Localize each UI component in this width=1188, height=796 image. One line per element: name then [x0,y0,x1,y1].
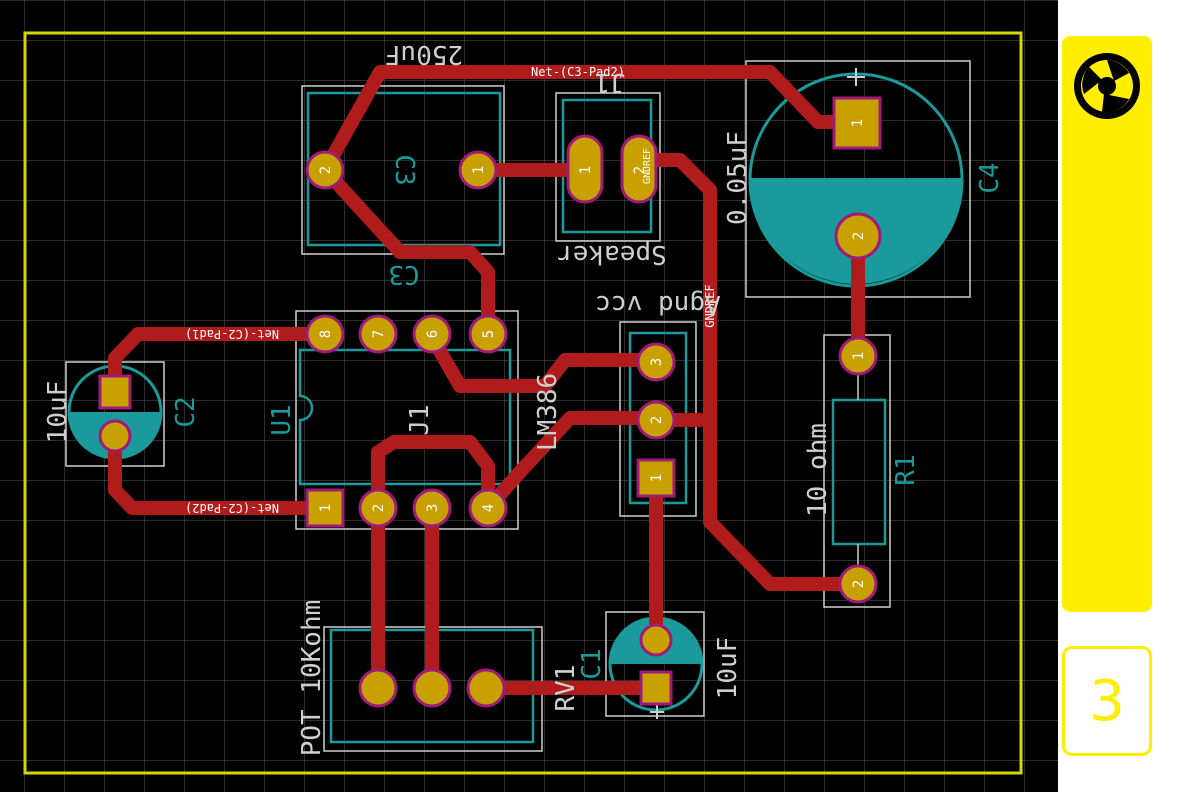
trace-c3-pad2 [318,65,865,177]
pad-number: 1 [471,166,487,174]
c4-ref: C4 [975,162,1005,193]
net-label-gndref: GNDREF [703,284,717,327]
pad-number: 2 [851,580,867,588]
u1-silk [295,310,519,530]
pad-number: 1 [318,504,334,512]
pad[interactable] [636,342,676,382]
pad-number: 1 [649,474,665,482]
pad[interactable] [305,150,345,190]
pad[interactable] [838,336,878,376]
fusion-logo-icon [1074,53,1140,119]
pad-layer [98,96,882,708]
pad-numbers: 2 1 1 2 1 2 8 7 6 5 1 2 3 4 3 2 1 1 2 [318,119,867,588]
pad-number: 1 [851,352,867,360]
net-label-c2-pad1: Net-(C2-Pad1) [185,327,279,341]
pad-number: 5 [481,330,497,338]
pad[interactable] [458,150,498,190]
pad[interactable] [412,488,452,528]
pad[interactable] [358,668,398,708]
trace-c2-pad1 [108,327,332,397]
trace-u1-conn3 [423,327,663,393]
pcb-layout: 2 1 1 2 1 2 8 7 6 5 1 2 3 4 3 2 1 1 2 Ne… [0,0,1058,792]
trace-gndref [633,153,865,591]
speaker-value: Speaker [557,239,667,269]
trace-c3-u1 [318,163,495,341]
pad[interactable] [358,488,398,528]
pad[interactable] [98,374,132,410]
net-label-gndref-pad: GNDREF [642,148,653,184]
trace-layer [108,65,865,695]
step-indicator: 3 [1062,646,1152,756]
trace-u1-conn2 [481,411,663,515]
pad[interactable] [566,134,604,204]
pad-number: 1 [850,119,866,127]
pad[interactable] [305,314,345,354]
c3-ref-fab: C3 [389,154,419,185]
c3-ref-fab-2: C3 [388,259,419,289]
pot-ref: RV1 [551,665,581,712]
c1-value: 10uF [713,637,743,700]
pad[interactable] [834,212,882,260]
pad[interactable] [636,400,676,440]
c4-value: 0.05uF [723,131,753,225]
silk-text: 250uF J1 Speaker 0.05uF Agnd vcc 10uF J1… [43,39,833,756]
pad[interactable] [466,668,506,708]
pad-number: 3 [425,504,441,512]
net-labels: Net-(C3-Pad2) Net-(C2-Pad1) Net-(C2-Pad2… [185,65,717,515]
grid [0,0,1058,792]
c2-value: 10uF [43,381,73,444]
r1-ref: R1 [891,454,921,485]
fab-text: C3 C3 C4 C2 U1 R1 C1 [171,154,1005,679]
pad[interactable] [832,96,882,150]
pad-number: 2 [371,504,387,512]
u1-alt-ref: J1 [405,404,435,435]
pad-number: 1 [578,166,594,174]
pad[interactable] [412,668,452,708]
pad[interactable] [412,314,452,354]
pcb-board: 2 1 1 2 1 2 8 7 6 5 1 2 3 4 3 2 1 1 2 Ne… [0,0,1058,792]
net-label-c3-pad2: Net-(C3-Pad2) [531,65,625,79]
u1-value: LM386 [533,373,563,451]
pad[interactable] [358,314,398,354]
pad[interactable] [305,488,345,528]
r1-value: 10 ohm [803,423,833,517]
pad[interactable] [838,564,878,604]
pad[interactable] [639,670,673,706]
r1-body [831,398,887,546]
conn-label: Agnd vcc [595,289,720,319]
board-edge [23,31,1023,775]
logo-panel [1062,36,1152,612]
c1-ref: C1 [577,648,607,679]
pad[interactable] [468,314,508,354]
pad-number: 3 [649,358,665,366]
pad[interactable] [468,488,508,528]
pad-number: 4 [481,504,497,512]
pad-number: 2 [851,232,867,240]
pad-number: 8 [318,330,334,338]
pad-number: 6 [425,330,441,338]
c3-value: 250uF [385,39,463,69]
trace-c2-pad2 [108,429,332,515]
c2-ref: C2 [171,396,201,427]
pad-number: 2 [632,166,648,174]
pad[interactable] [639,623,673,657]
pad-number: 2 [649,416,665,424]
pad-number: 2 [318,166,334,174]
speaker-ref: J1 [594,67,625,97]
net-label-c2-pad2: Net-(C2-Pad2) [185,501,279,515]
u1-outline [298,348,512,486]
pad-number: 7 [371,330,387,338]
step-number: 3 [1089,668,1125,734]
pad[interactable] [98,419,132,453]
u1-ref: U1 [267,404,297,435]
pot-value: POT 10Kohm [297,600,327,757]
pad[interactable] [636,458,676,498]
pad[interactable] [620,134,658,204]
